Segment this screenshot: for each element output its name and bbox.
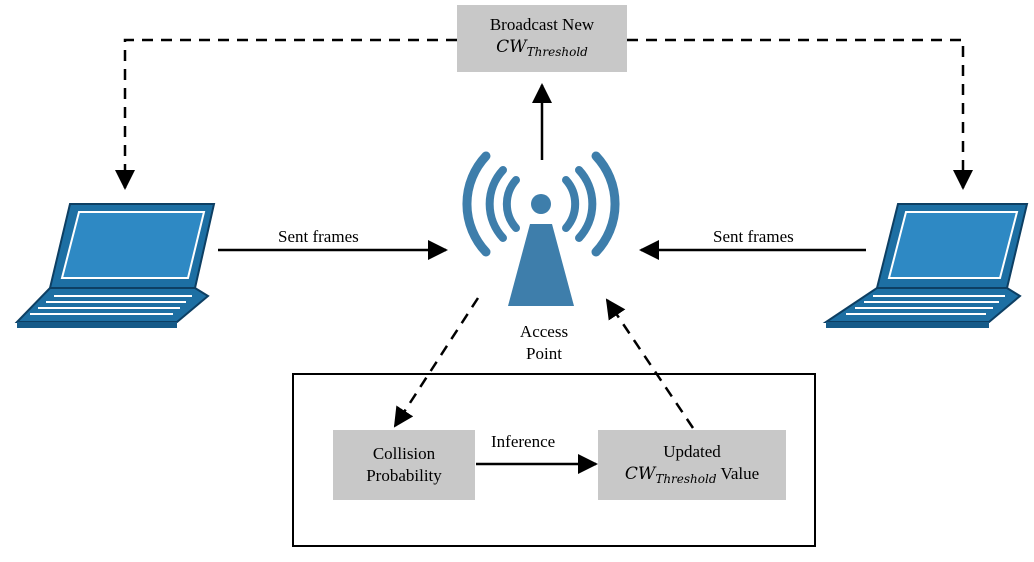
laptop-icon (14, 203, 216, 328)
wifi-tower-icon (462, 151, 620, 306)
collision-line1: Collision (372, 444, 436, 463)
broadcast-to-left-laptop-arrow (115, 38, 457, 190)
inference-label: Inference (491, 432, 556, 451)
collision-probability-box: Collision Probability (333, 430, 475, 500)
access-point-line1: Access (519, 322, 569, 341)
laptop-icon (822, 203, 1029, 328)
access-point-line2: Point (526, 344, 562, 363)
updated-line1: Updated (663, 441, 721, 461)
broadcast-to-right-laptop-arrow (627, 38, 973, 190)
updated-cw-threshold-value: CWThreshold Value (624, 463, 760, 486)
broadcast-line1: Broadcast New (489, 15, 595, 34)
updated-cw-threshold-box: Updated CWThreshold Value (598, 430, 786, 500)
broadcast-cw-threshold: CWThreshold (496, 37, 588, 59)
access-point-label: Access Point (504, 321, 584, 365)
broadcast-new-cw-box: Broadcast New CWThreshold (457, 5, 627, 72)
right-sent-frames-label: Sent frames (713, 227, 794, 246)
collision-line2: Probability (366, 466, 442, 485)
inference-module-frame (292, 373, 816, 547)
ap-to-collision-arrow (393, 297, 480, 428)
left-sent-frames-label: Sent frames (278, 227, 359, 246)
updated-to-ap-arrow (605, 298, 695, 429)
